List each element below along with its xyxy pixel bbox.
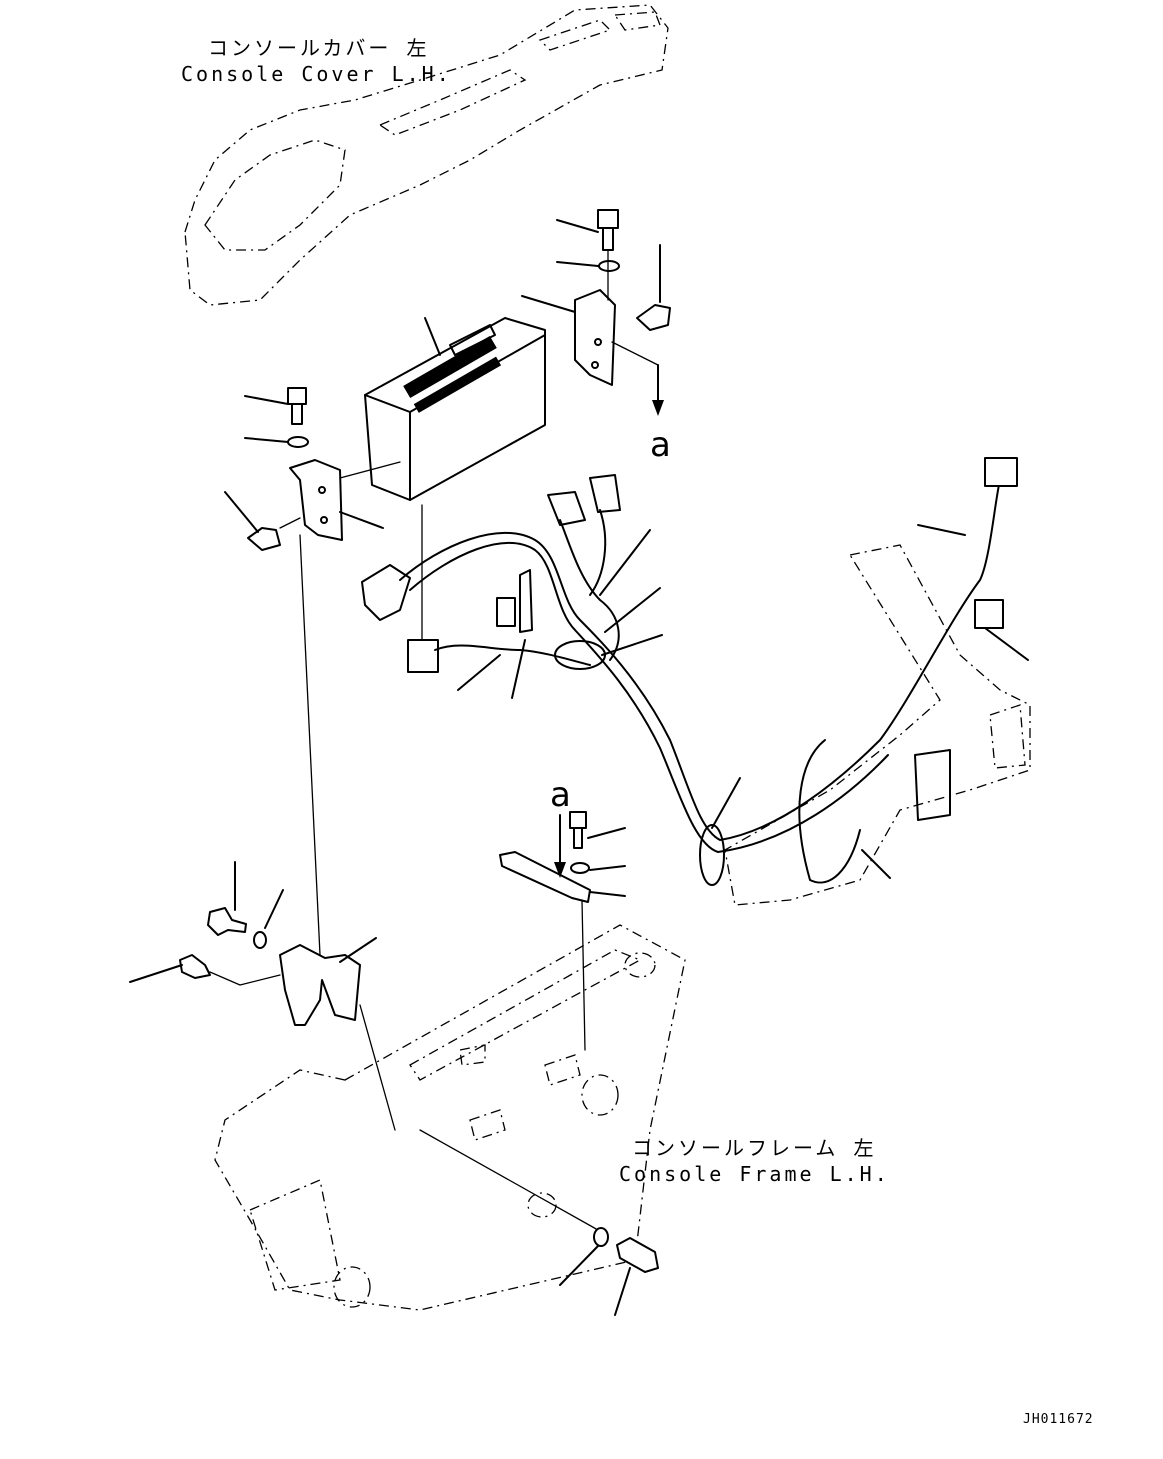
bolt-upper-right <box>556 209 671 416</box>
view-a-top-label: a <box>650 425 671 465</box>
bracket-left <box>224 387 401 956</box>
wire-harness <box>399 457 1031 906</box>
view-a-bottom-label: a <box>550 775 571 815</box>
drawing-number: JH011672 <box>1023 1412 1094 1427</box>
console-frame <box>214 924 686 1311</box>
bracket-view-a <box>499 811 626 1051</box>
console-frame-en-label: Console Frame L.H. <box>619 1162 890 1186</box>
console-cover-jp-label: コンソールカバー 左 <box>208 36 430 60</box>
harness-connectors <box>361 474 621 673</box>
controller-unit <box>364 317 546 501</box>
bolt-lower <box>419 1129 659 1316</box>
console-cover <box>184 4 669 306</box>
bracket-lower <box>129 861 396 1131</box>
console-cover-en-label: Console Cover L.H. <box>181 62 452 86</box>
bracket-right-upper <box>521 289 616 386</box>
console-frame-jp-label: コンソールフレーム 左 <box>632 1136 877 1160</box>
